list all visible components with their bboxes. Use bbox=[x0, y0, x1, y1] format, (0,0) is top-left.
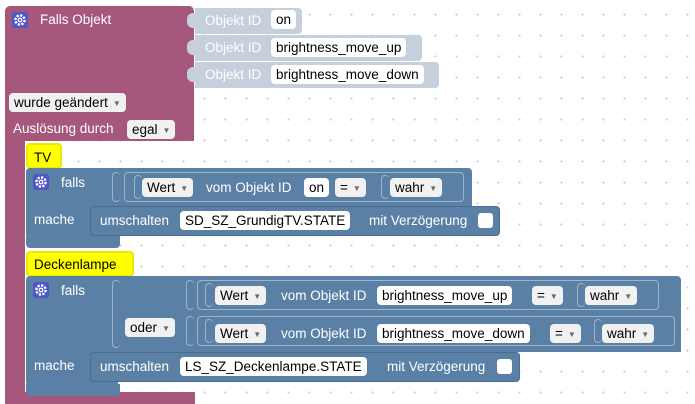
chevron-down-icon: ▼ bbox=[180, 184, 189, 193]
input-bracket bbox=[112, 280, 120, 348]
chevron-down-icon: ▼ bbox=[112, 99, 121, 108]
toggle-object-field[interactable]: LS_SZ_Deckenlampe.STATE bbox=[180, 357, 367, 376]
delay-checkbox[interactable] bbox=[497, 359, 512, 374]
boolean-dropdown[interactable]: wahr▼ bbox=[585, 286, 638, 305]
chevron-down-icon: ▼ bbox=[253, 330, 262, 339]
chevron-down-icon: ▼ bbox=[624, 292, 633, 301]
delay-label: mit Verzögerung bbox=[387, 359, 486, 374]
boolean-dropdown[interactable]: wahr▼ bbox=[602, 324, 655, 343]
puzzle-notch bbox=[187, 40, 195, 55]
toggle-label: umschalten bbox=[100, 359, 170, 374]
event-block[interactable] bbox=[5, 6, 194, 141]
trigger-dropdown[interactable]: egal▼ bbox=[127, 120, 176, 139]
comment-lamp-text: Deckenlampe bbox=[34, 257, 117, 272]
operator-dropdown[interactable]: =▼ bbox=[550, 324, 581, 343]
compare-block[interactable] bbox=[124, 172, 464, 202]
object-id-label: Objekt ID bbox=[205, 40, 262, 55]
input-bracket bbox=[112, 172, 120, 202]
input-bracket bbox=[594, 319, 602, 343]
object-id-field[interactable]: brightness_move_down bbox=[377, 324, 530, 343]
object-id-label: Objekt ID bbox=[205, 67, 262, 82]
event-title: Falls Objekt bbox=[40, 12, 112, 27]
object-id-field[interactable]: brightness_move_up bbox=[377, 286, 513, 305]
of-object-label: vom Objekt ID bbox=[281, 288, 367, 303]
puzzle-notch bbox=[187, 13, 195, 28]
input-bracket bbox=[577, 283, 585, 307]
input-bracket bbox=[205, 283, 213, 307]
do-label: mache bbox=[34, 212, 75, 227]
chevron-down-icon: ▼ bbox=[162, 324, 170, 333]
do-label: mache bbox=[34, 358, 75, 373]
input-bracket bbox=[134, 175, 142, 199]
input-bracket bbox=[381, 175, 389, 199]
chevron-down-icon: ▼ bbox=[253, 292, 262, 301]
toggle-label: umschalten bbox=[100, 213, 170, 228]
of-object-label: vom Objekt ID bbox=[281, 326, 367, 341]
if-label: falls bbox=[61, 175, 86, 190]
object-id-field[interactable]: on bbox=[304, 178, 330, 197]
boolean-dropdown[interactable]: wahr▼ bbox=[390, 178, 443, 197]
chevron-down-icon: ▼ bbox=[549, 292, 558, 301]
event-block-body bbox=[5, 140, 25, 398]
input-bracket bbox=[186, 280, 194, 310]
operator-dropdown[interactable]: =▼ bbox=[335, 178, 366, 197]
puzzle-notch bbox=[187, 67, 195, 82]
value-dropdown[interactable]: Wert▼ bbox=[142, 178, 194, 197]
chevron-down-icon: ▼ bbox=[567, 330, 576, 339]
input-bracket bbox=[186, 316, 194, 346]
if-block-lamp-footer bbox=[26, 384, 120, 396]
object-id-field[interactable]: brightness_move_down bbox=[271, 65, 424, 84]
chevron-down-icon: ▼ bbox=[162, 126, 171, 135]
condition-dropdown[interactable]: wurde geändert▼ bbox=[9, 93, 126, 112]
if-label: falls bbox=[61, 283, 86, 298]
object-id-field[interactable]: brightness_move_up bbox=[271, 38, 407, 57]
if-block-tv-footer bbox=[26, 236, 120, 248]
input-bracket bbox=[205, 319, 213, 343]
gear-icon[interactable] bbox=[33, 174, 49, 190]
chevron-down-icon: ▼ bbox=[429, 184, 438, 193]
or-dropdown[interactable]: oder▼ bbox=[125, 318, 175, 337]
delay-checkbox[interactable] bbox=[478, 213, 493, 228]
object-id-label: Objekt ID bbox=[205, 13, 262, 28]
toggle-object-field[interactable]: SD_SZ_GrundigTV.STATE bbox=[180, 211, 351, 230]
gear-icon[interactable] bbox=[12, 12, 28, 28]
chevron-down-icon: ▼ bbox=[641, 330, 650, 339]
operator-dropdown[interactable]: =▼ bbox=[532, 286, 563, 305]
compare-block[interactable] bbox=[197, 280, 659, 310]
of-object-label: vom Objekt ID bbox=[206, 180, 292, 195]
trigger-label: Auslösung durch bbox=[13, 121, 114, 136]
delay-label: mit Verzögerung bbox=[369, 213, 468, 228]
object-id-field[interactable]: on bbox=[271, 10, 297, 29]
chevron-down-icon: ▼ bbox=[352, 184, 361, 193]
compare-block[interactable] bbox=[197, 316, 675, 346]
value-dropdown[interactable]: Wert▼ bbox=[215, 286, 267, 305]
comment-tv-text: TV bbox=[34, 150, 52, 165]
gear-icon[interactable] bbox=[33, 282, 49, 298]
value-dropdown[interactable]: Wert▼ bbox=[215, 324, 267, 343]
